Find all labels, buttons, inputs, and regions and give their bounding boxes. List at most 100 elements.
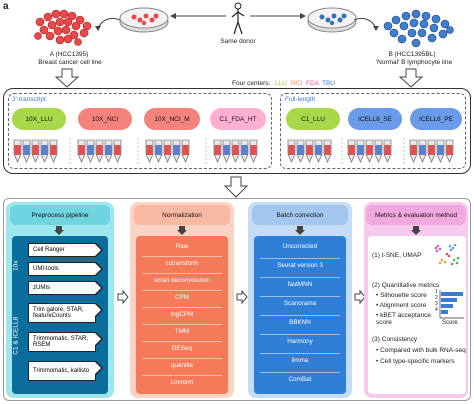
normalization-divider bbox=[142, 307, 222, 308]
batch-item: fastMNN bbox=[287, 281, 313, 288]
sample-a-description: Breast cancer cell line bbox=[38, 59, 102, 66]
sample-tubes-illustration bbox=[8, 138, 468, 166]
sample-b-title: B (HCC1395BL) bbox=[388, 51, 436, 58]
batch-item: BBKNN bbox=[289, 319, 311, 326]
pipeline-cell-ranger: Cell Ranger bbox=[28, 243, 103, 257]
consistency-item-bulk: Compared with bulk RNA-seq bbox=[380, 347, 466, 354]
normalization-divider bbox=[142, 290, 222, 291]
normalization-item: Raw bbox=[175, 243, 189, 250]
tsne-plot-icon bbox=[434, 243, 460, 266]
down-arrow-workflow-icon bbox=[223, 176, 249, 198]
metrics-section-2: (2) Quantitative metrics bbox=[372, 282, 440, 289]
batch-divider bbox=[260, 372, 340, 373]
arrow-donor-to-b-icon bbox=[250, 13, 306, 19]
group-c1-label: C1 & ICELL8 bbox=[12, 316, 20, 355]
platform-icell8-pe: ICELL8_PE bbox=[410, 108, 462, 130]
normalization-item: TMM bbox=[174, 328, 190, 335]
full-length-title: Full-length bbox=[285, 96, 316, 103]
batch-divider bbox=[260, 334, 340, 335]
normalization-item: CPM bbox=[175, 294, 189, 301]
three-prime-title: 3'-transcript bbox=[12, 96, 46, 103]
normalization-down-icon bbox=[177, 226, 187, 235]
normalization-divider bbox=[142, 273, 222, 274]
metrics-section-1: (1) t-SNE, UMAP bbox=[372, 252, 422, 259]
quant-item-silhouette: Silhouette score bbox=[380, 292, 427, 299]
normalization-inner bbox=[136, 236, 228, 394]
normalization-item: DESeq bbox=[172, 345, 192, 352]
score-tick-1: 1 bbox=[435, 289, 438, 295]
sample-a-title: A (HCC1395) bbox=[49, 51, 89, 58]
full-length-box bbox=[280, 93, 466, 169]
arrow-preprocess-to-norm-icon bbox=[117, 290, 129, 304]
center-nci: NCI bbox=[291, 80, 303, 87]
normalization-title: Normalization bbox=[134, 205, 230, 225]
batch-divider bbox=[260, 277, 340, 278]
down-arrow-b-icon bbox=[398, 68, 424, 88]
batch-divider bbox=[260, 258, 340, 259]
score-tick-4: 4 bbox=[435, 307, 438, 313]
quant-bullet-1: • Silhouette score bbox=[376, 292, 427, 299]
batch-item: Harmony bbox=[287, 338, 313, 345]
platform-c1-fda-ht: C1_FDA_HT bbox=[210, 108, 266, 130]
score-axis-label: Score bbox=[442, 320, 458, 326]
arrow-donor-to-a-icon bbox=[170, 13, 226, 19]
three-prime-box bbox=[8, 93, 272, 169]
center-fda: FDA bbox=[306, 80, 319, 87]
batch-item: Scanorama bbox=[283, 300, 317, 307]
batch-title: Batch correction bbox=[252, 205, 348, 225]
score-bars-icon bbox=[439, 290, 464, 319]
quant-item-alignment: Alignment score bbox=[379, 302, 427, 309]
panel-letter: a bbox=[3, 1, 9, 12]
center-llu: LLU bbox=[275, 80, 287, 87]
quant-bullet-2: • Alignment score bbox=[376, 302, 427, 309]
pipeline-zumis: zUMIs bbox=[28, 281, 103, 295]
petri-dish-a-icon bbox=[119, 7, 169, 33]
arrow-norm-to-batch-icon bbox=[236, 290, 248, 304]
batch-down-icon bbox=[295, 226, 305, 235]
batch-divider bbox=[260, 353, 340, 354]
pipeline-trim-galore: Trim galore, STAR, featureCounts bbox=[28, 303, 103, 323]
platform-10x-llu: 10X_LLU bbox=[12, 108, 66, 130]
center-tbu: TBU bbox=[322, 80, 335, 87]
pipeline-trimmomatic-rsem: Trimmomatic, STAR, RSEM bbox=[28, 332, 103, 352]
score-tick-2: 2 bbox=[435, 295, 438, 301]
pipeline-trimmomatic-kallisto: Trimmomatic, kallisto bbox=[28, 361, 103, 381]
preprocess-down-icon bbox=[54, 226, 64, 235]
normalization-item: Linnorm bbox=[170, 379, 194, 386]
platform-10x-nci: 10X_NCI bbox=[78, 108, 132, 130]
normalization-divider bbox=[142, 375, 222, 376]
normalization-divider bbox=[142, 341, 222, 342]
normalization-item: quantile bbox=[170, 362, 194, 369]
group-10x-label: 10x bbox=[12, 260, 20, 271]
metrics-title: Metrics & evaluation method bbox=[366, 205, 466, 225]
down-arrow-a-icon bbox=[54, 68, 80, 88]
normalization-item: scran deconvolution bbox=[153, 277, 210, 284]
normalization-divider bbox=[142, 256, 222, 257]
score-tick-3: 3 bbox=[435, 301, 438, 307]
batch-divider bbox=[260, 296, 340, 297]
cancer-cells-illustration bbox=[34, 9, 92, 46]
normalization-item: sctransform bbox=[165, 260, 199, 267]
normalization-item: logCPM bbox=[170, 311, 194, 318]
lymphocyte-cells-illustration bbox=[383, 9, 454, 48]
workflow-container bbox=[3, 198, 471, 401]
batch-item: Seurat version 3 bbox=[277, 262, 323, 269]
arrow-dish-to-cells-a-icon bbox=[95, 17, 121, 31]
quant-item-kbet: kBET acceptance score bbox=[376, 312, 431, 327]
platform-c1-llu: C1_LLU bbox=[286, 108, 340, 130]
platform-10x-nci-m: 10X_NCI_M bbox=[144, 108, 200, 130]
quant-bullet-3: • kBET acceptance score bbox=[376, 312, 431, 327]
preprocess-title: Preprocess pipeline bbox=[10, 205, 110, 225]
arrow-dish-to-cells-b-icon bbox=[353, 17, 379, 31]
metrics-section-3: (3) Consistency bbox=[372, 336, 418, 343]
donor-label: Same donor bbox=[220, 38, 256, 45]
normalization-divider bbox=[142, 358, 222, 359]
petri-dish-b-icon bbox=[307, 7, 357, 33]
metrics-inner bbox=[368, 236, 466, 394]
arrow-batch-to-metrics-icon bbox=[354, 290, 366, 304]
platforms-container bbox=[3, 88, 471, 174]
pipeline-umi-tools: UMI-tools bbox=[28, 262, 103, 276]
centers-label: Four centers: bbox=[232, 80, 271, 87]
metrics-down-icon bbox=[411, 226, 421, 235]
consistency-bullet-1: • Compared with bulk RNA-seq bbox=[376, 347, 466, 354]
